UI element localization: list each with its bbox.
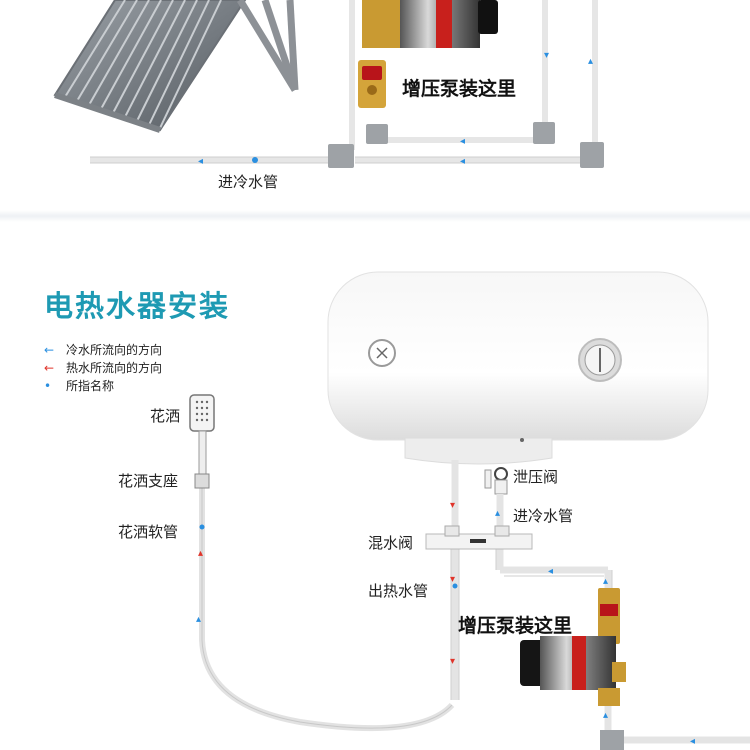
shower-head — [189, 394, 215, 489]
top-inlet-label: 进冷水管 — [218, 173, 279, 191]
svg-text:◂: ◂ — [198, 156, 203, 167]
water-heater-tank — [327, 271, 709, 465]
svg-text:▾: ▾ — [450, 574, 455, 585]
legend-hot: ← 热水所流向的方向 — [44, 359, 162, 376]
svg-text:◂: ◂ — [460, 136, 465, 147]
top-flow-arrows: ◂ ◂ ◂ ▴ ▾ — [198, 50, 593, 167]
dot-icon: • — [44, 379, 52, 393]
legend-cold: ← 冷水所流向的方向 — [44, 341, 162, 358]
bottom-elbows — [600, 730, 624, 750]
shower-hose — [199, 486, 455, 732]
bottom-pipes — [451, 460, 750, 744]
svg-text:◂: ◂ — [690, 736, 695, 747]
legend-name-text: 所指名称 — [66, 379, 115, 393]
pipe-elbows — [328, 122, 604, 168]
hot-arrow-icon: ← — [44, 361, 55, 375]
svg-text:▾: ▾ — [450, 656, 455, 667]
cold-arrow-icon: ← — [44, 343, 55, 357]
label-relief-valve: 泄压阀 — [513, 468, 559, 486]
label-cold-inlet: 进冷水管 — [513, 507, 574, 525]
bottom-flow-arrows: ▾ ▾ ▾ ▴ ▴ ▴ ◂ ▴ ▴ ◂ — [196, 500, 695, 747]
svg-text:▴: ▴ — [495, 508, 500, 519]
top-pump — [358, 0, 498, 108]
label-dots — [199, 524, 458, 589]
svg-text:▴: ▴ — [588, 56, 593, 67]
svg-text:◂: ◂ — [460, 156, 465, 167]
legend-name: • 所指名称 — [44, 377, 114, 394]
label-hot-outlet: 出热水管 — [368, 582, 429, 600]
svg-text:▴: ▴ — [603, 710, 608, 721]
mixing-valve — [425, 525, 533, 550]
svg-text:▾: ▾ — [544, 50, 549, 61]
svg-text:▴: ▴ — [198, 548, 203, 559]
svg-text:◂: ◂ — [548, 566, 553, 577]
section-divider — [0, 210, 750, 222]
legend-cold-text: 冷水所流向的方向 — [66, 343, 163, 357]
section-title: 电热水器安装 — [44, 289, 231, 323]
top-pump-label: 增压泵装这里 — [402, 78, 517, 100]
label-shower-hose: 花洒软管 — [118, 523, 179, 541]
bottom-pump-label: 增压泵装这里 — [458, 615, 573, 637]
label-mixing-valve: 混水阀 — [368, 534, 414, 552]
svg-text:▾: ▾ — [450, 500, 455, 511]
legend-hot-text: 热水所流向的方向 — [66, 361, 163, 375]
bottom-pump — [520, 588, 626, 706]
label-shower-head: 花洒 — [150, 407, 181, 425]
relief-valve — [484, 467, 508, 495]
svg-text:▴: ▴ — [603, 576, 608, 587]
label-shower-holder: 花洒支座 — [118, 472, 179, 490]
svg-text:▴: ▴ — [196, 614, 201, 625]
solar-collector — [53, 0, 299, 133]
